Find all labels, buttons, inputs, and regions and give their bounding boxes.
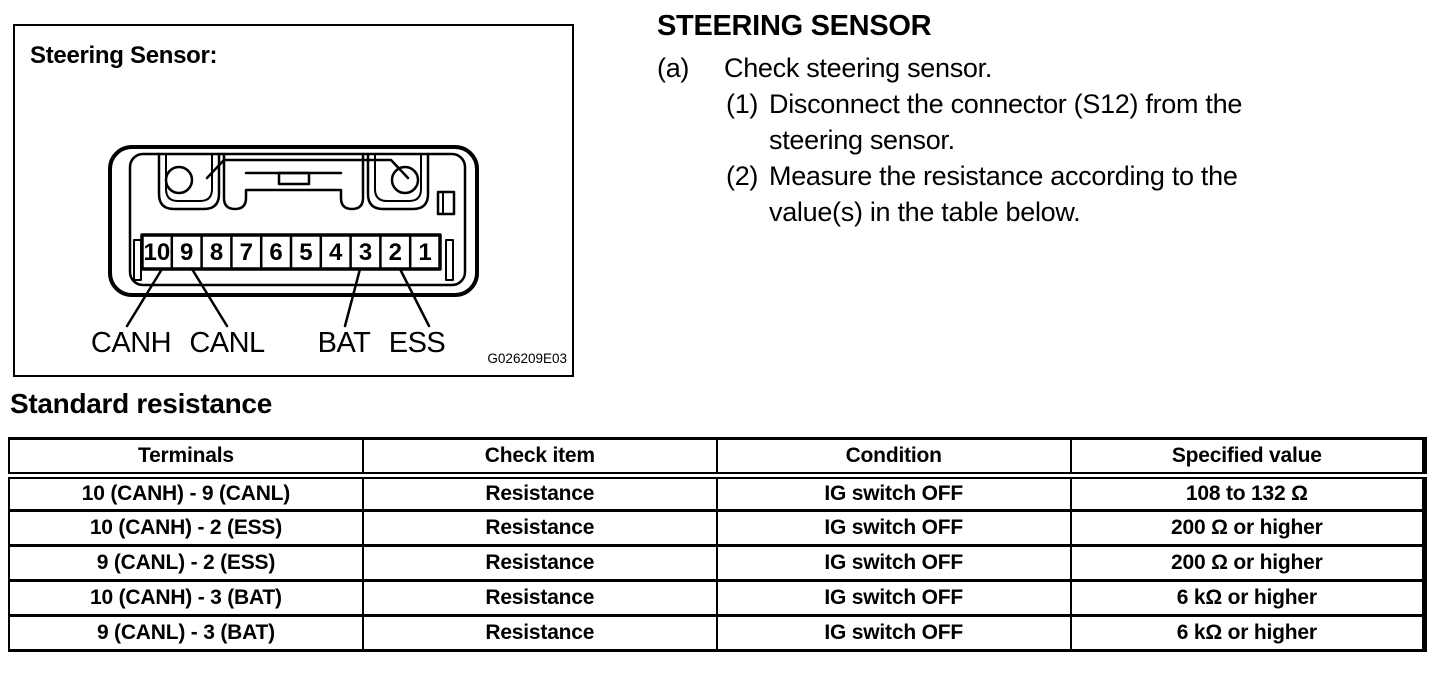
right-mounting-tab [366, 152, 430, 211]
pin-number: 2 [389, 239, 402, 266]
table-row: 10 (CANH) - 2 (ESS) Resistance IG switch… [8, 509, 1425, 546]
substep-2: (2) Measure the resistance according to … [726, 158, 1437, 230]
standard-resistance-table: Terminals Check item Condition Specified… [8, 437, 1427, 652]
cell-check-item: Resistance [361, 614, 717, 651]
column-header-terminals: Terminals [8, 438, 363, 479]
table-row: 10 (CANH) - 9 (CANL) Resistance IG switc… [8, 475, 1425, 511]
substep-label: (1) [726, 89, 759, 119]
pin-number: 8 [210, 239, 223, 266]
right-mounting-tab-inner [374, 153, 422, 202]
cell-check-item: Resistance [361, 475, 717, 511]
pin-label-ess: ESS [389, 327, 446, 359]
step-a: (a) Check steering sensor. [657, 50, 1437, 86]
instructions-section: STEERING SENSOR (a) Check steering senso… [657, 10, 1437, 230]
right-latch [445, 239, 454, 281]
pin-dividers [170, 233, 412, 271]
section-heading: STEERING SENSOR [657, 10, 932, 42]
lock-bracket-channels [222, 152, 365, 211]
substep-text: Measure the resistance according to the … [769, 161, 1238, 227]
cell-condition: IG switch OFF [715, 544, 1071, 581]
cell-check-item: Resistance [361, 579, 717, 616]
figure-title: Steering Sensor: [30, 42, 218, 69]
cell-specified-value: 108 to 132 Ω [1069, 475, 1425, 511]
cell-condition: IG switch OFF [715, 475, 1071, 511]
cell-condition: IG switch OFF [715, 614, 1071, 651]
table-row: 9 (CANL) - 3 (BAT) Resistance IG switch … [8, 614, 1425, 651]
pin-number: 4 [329, 239, 343, 266]
leader-line-bat [343, 267, 362, 328]
cell-check-item: Resistance [361, 544, 717, 581]
cell-condition: IG switch OFF [715, 579, 1071, 616]
pin-label-bat: BAT [318, 327, 372, 359]
cell-specified-value: 6 kΩ or higher [1069, 579, 1425, 616]
connector-inner-shell [128, 152, 467, 287]
cell-condition: IG switch OFF [715, 509, 1071, 546]
cell-terminals: 10 (CANH) - 9 (CANL) [8, 475, 363, 511]
pin-label-canl: CANL [189, 327, 265, 359]
step-text: Check steering sensor. [724, 53, 993, 83]
pin-number: 10 [144, 239, 171, 266]
cell-specified-value: 6 kΩ or higher [1069, 614, 1425, 651]
lock-bracket-top [205, 158, 410, 180]
table-row: 10 (CANH) - 3 (BAT) Resistance IG switch… [8, 579, 1425, 616]
table-heading: Standard resistance [10, 388, 272, 419]
left-mounting-tab-inner [165, 153, 213, 202]
cell-specified-value: 200 Ω or higher [1069, 544, 1425, 581]
figure-panel: Steering Sensor: 10 9 8 7 6 5 4 3 [13, 24, 574, 377]
cell-terminals: 10 (CANH) - 3 (BAT) [8, 579, 363, 616]
cell-specified-value: 200 Ω or higher [1069, 509, 1425, 546]
left-latch [133, 239, 142, 281]
column-header-condition: Condition [715, 438, 1071, 479]
connector-outer-shell [108, 145, 479, 297]
leader-line-ess [398, 267, 431, 328]
cell-terminals: 9 (CANL) - 2 (ESS) [8, 544, 363, 581]
substep-1: (1) Disconnect the connector (S12) from … [726, 86, 1437, 158]
cell-terminals: 9 (CANL) - 3 (BAT) [8, 614, 363, 651]
pin-number: 3 [359, 239, 372, 266]
leader-line-canl [190, 267, 229, 328]
substep-list: (1) Disconnect the connector (S12) from … [726, 86, 1437, 230]
pin-number: 9 [180, 239, 193, 266]
substep-text: Disconnect the connector (S12) from the … [769, 89, 1243, 155]
left-mounting-hole [164, 165, 194, 195]
column-header-check-item: Check item [361, 438, 717, 479]
right-mounting-hole [390, 165, 420, 195]
figure-code: G026209E03 [487, 351, 567, 366]
left-mounting-tab [157, 152, 221, 211]
header-row: Terminals Check item Condition Specified… [8, 438, 1425, 479]
cell-check-item: Resistance [361, 509, 717, 546]
substep-label: (2) [726, 161, 759, 191]
column-header-specified-value: Specified value [1069, 438, 1425, 479]
pin-number: 6 [269, 239, 282, 266]
leader-line-canh [125, 267, 164, 328]
step-label: (a) [657, 53, 690, 83]
pin-number: 5 [299, 239, 312, 266]
pin-number: 1 [418, 239, 431, 266]
keyway-slot [436, 190, 456, 216]
lock-tab [277, 171, 311, 186]
connector-diagram: 10 9 8 7 6 5 4 3 2 1 CANH CANL BAT ESS G… [91, 145, 567, 366]
pin-label-canh: CANH [91, 327, 171, 359]
pin-number: 7 [240, 239, 253, 266]
cell-terminals: 10 (CANH) - 2 (ESS) [8, 509, 363, 546]
table-row: 9 (CANL) - 2 (ESS) Resistance IG switch … [8, 544, 1425, 581]
